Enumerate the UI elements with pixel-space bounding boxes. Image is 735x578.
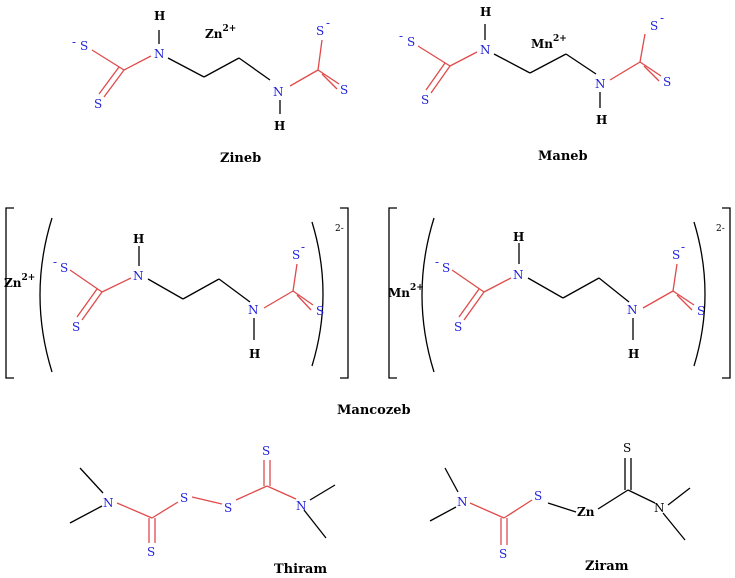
thiram-s-bridge-2: S [224, 501, 232, 515]
zineb-zn-ion: Zn2+ [205, 24, 236, 41]
mancozeb-zn-charge: 2- [335, 224, 344, 234]
thiram-structure: N S S S S N Thiram [69, 444, 336, 577]
mancozeb-mn-structure: Mn2+ H N - S S N H S - S 2- [388, 207, 731, 379]
mancozeb-caption: Mancozeb [337, 403, 411, 418]
thiram-s-bridge-1: S [180, 491, 188, 505]
mancozeb-mn-n-left: N [513, 268, 524, 282]
zineb-caption: Zineb [220, 151, 261, 166]
maneb-s-left-minus: - [399, 29, 403, 43]
maneb-caption: Maneb [538, 149, 588, 164]
mancozeb-mn-s-left: S [442, 261, 450, 275]
ziram-s-double-right: S [623, 441, 631, 455]
mancozeb-zn-n-left: N [133, 269, 144, 283]
zineb-h-bottom: H [274, 119, 285, 133]
maneb-s-left-double: S [421, 93, 429, 107]
maneb-h-top: H [480, 5, 491, 19]
thiram-s-double-right: S [262, 444, 270, 458]
ziram-zn: Zn [577, 505, 595, 519]
maneb-s-left: S [407, 35, 415, 49]
mancozeb-mn-s-right-minus: - [681, 240, 685, 254]
zineb-s-right-double: S [340, 83, 348, 97]
mancozeb-mn-n-right: N [627, 303, 638, 317]
zineb-s-right: S [316, 24, 324, 38]
mancozeb-mn-s-right-double: S [697, 304, 705, 318]
mancozeb-zn-n-right: N [248, 303, 259, 317]
mancozeb-zn-ion: Zn2+ [4, 273, 35, 290]
mancozeb-zn-h-top: H [133, 232, 144, 246]
thiram-n-left: N [103, 496, 114, 510]
mancozeb-zn-s-left-minus: - [53, 255, 57, 269]
mancozeb-zn-s-left: S [60, 261, 68, 275]
mancozeb-zn-s-right-double: S [316, 304, 324, 318]
zineb-s-left-minus: - [72, 35, 76, 49]
mancozeb-mn-s-right: S [672, 248, 680, 262]
mancozeb-mn-h-bottom: H [628, 347, 639, 361]
mancozeb-zn-structure: Zn2+ H N - S S N H S - S 2- [4, 207, 349, 379]
maneb-s-right: S [650, 19, 658, 33]
maneb-s-right-double: S [663, 75, 671, 89]
zineb-structure: H N - S S N H S - S Zn2+ Zineb [72, 9, 348, 166]
mancozeb-mn-ion: Mn2+ [388, 283, 424, 300]
maneb-n-left: N [480, 43, 491, 57]
zineb-s-left: S [80, 39, 88, 53]
mancozeb-mn-charge: 2- [716, 224, 725, 234]
maneb-h-bottom: H [596, 113, 607, 127]
ziram-s-bridge: S [534, 489, 542, 503]
zineb-s-right-minus: - [326, 16, 330, 30]
maneb-s-right-minus: - [660, 11, 664, 25]
mancozeb-zn-s-left-double: S [72, 320, 80, 334]
ziram-s-double-left: S [499, 547, 507, 561]
mancozeb-mn-h-top: H [513, 230, 524, 244]
maneb-structure: H N - S S N H S - S Mn2+ Maneb [399, 5, 671, 164]
thiram-n-right: N [296, 499, 307, 513]
ziram-caption: Ziram [585, 559, 629, 574]
ziram-structure: N S S Zn S N Ziram [429, 441, 691, 574]
mancozeb-mn-s-left-double: S [454, 320, 462, 334]
maneb-n-right: N [595, 77, 606, 91]
zineb-n-right: N [273, 85, 284, 99]
zineb-h-top: H [154, 9, 165, 23]
thiram-caption: Thiram [274, 562, 327, 577]
zineb-s-left-double: S [94, 97, 102, 111]
zineb-n-left: N [154, 47, 165, 61]
mancozeb-zn-h-bottom: H [249, 347, 260, 361]
ziram-n-right: N [654, 501, 665, 515]
thiram-s-double-left: S [147, 545, 155, 559]
mancozeb-zn-s-right-minus: - [301, 240, 305, 254]
mancozeb-mn-s-left-minus: - [435, 255, 439, 269]
ziram-n-left: N [457, 495, 468, 509]
maneb-mn-ion: Mn2+ [531, 34, 567, 51]
mancozeb-zn-s-right: S [292, 248, 300, 262]
